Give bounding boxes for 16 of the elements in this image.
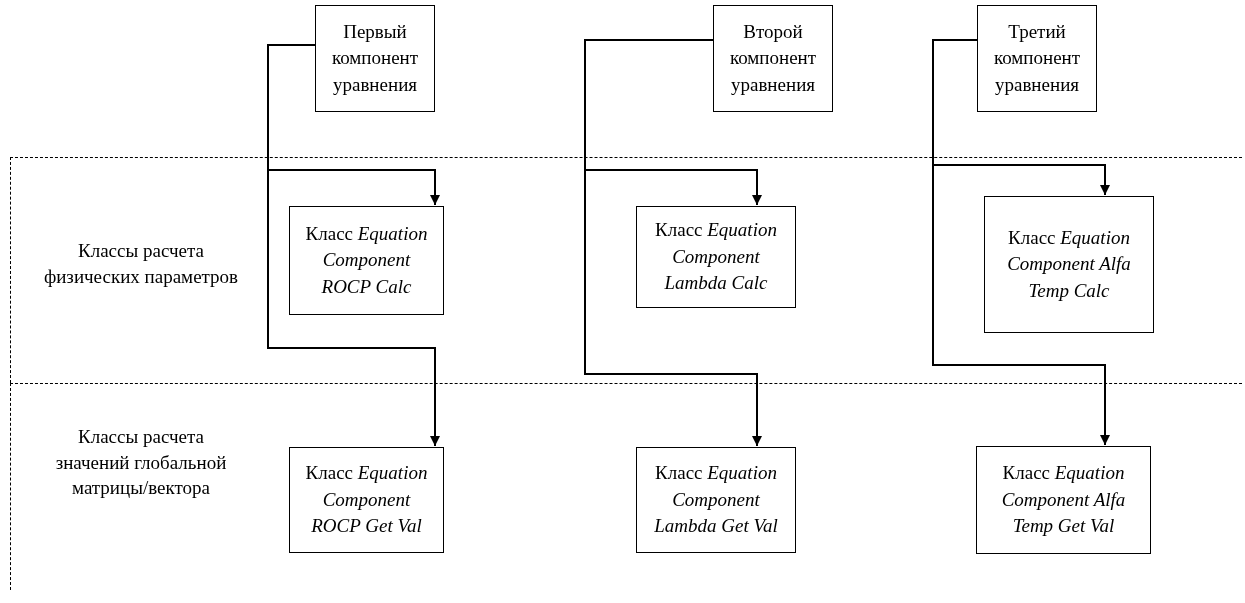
class-box: Первый компонент уравнения [315,5,435,112]
class-box: Класс Equation Component ROCP Calc [289,206,444,315]
band-title: Классы расчета физических параметров [42,239,240,289]
class-box: Третий компонент уравнения [977,5,1097,112]
class-box: Класс Equation Component Lambda Calc [636,206,796,308]
dashed-band [10,157,1242,383]
class-box: Класс Equation Component Alfa Temp Get Val [976,446,1151,554]
class-box: Класс Equation Component ROCP Get Val [289,447,444,553]
arrow [932,39,1110,446]
class-box: Второй компонент уравнения [713,5,833,112]
class-box: Класс Equation Component Lambda Get Val [636,447,796,553]
class-box: Класс Equation Component Alfa Temp Calc [984,196,1154,333]
band-title: Классы расчета значений глобальной матрицы/вектора [54,425,228,501]
arrow [584,39,762,447]
dashed-band [10,383,1242,590]
arrow [267,44,440,447]
